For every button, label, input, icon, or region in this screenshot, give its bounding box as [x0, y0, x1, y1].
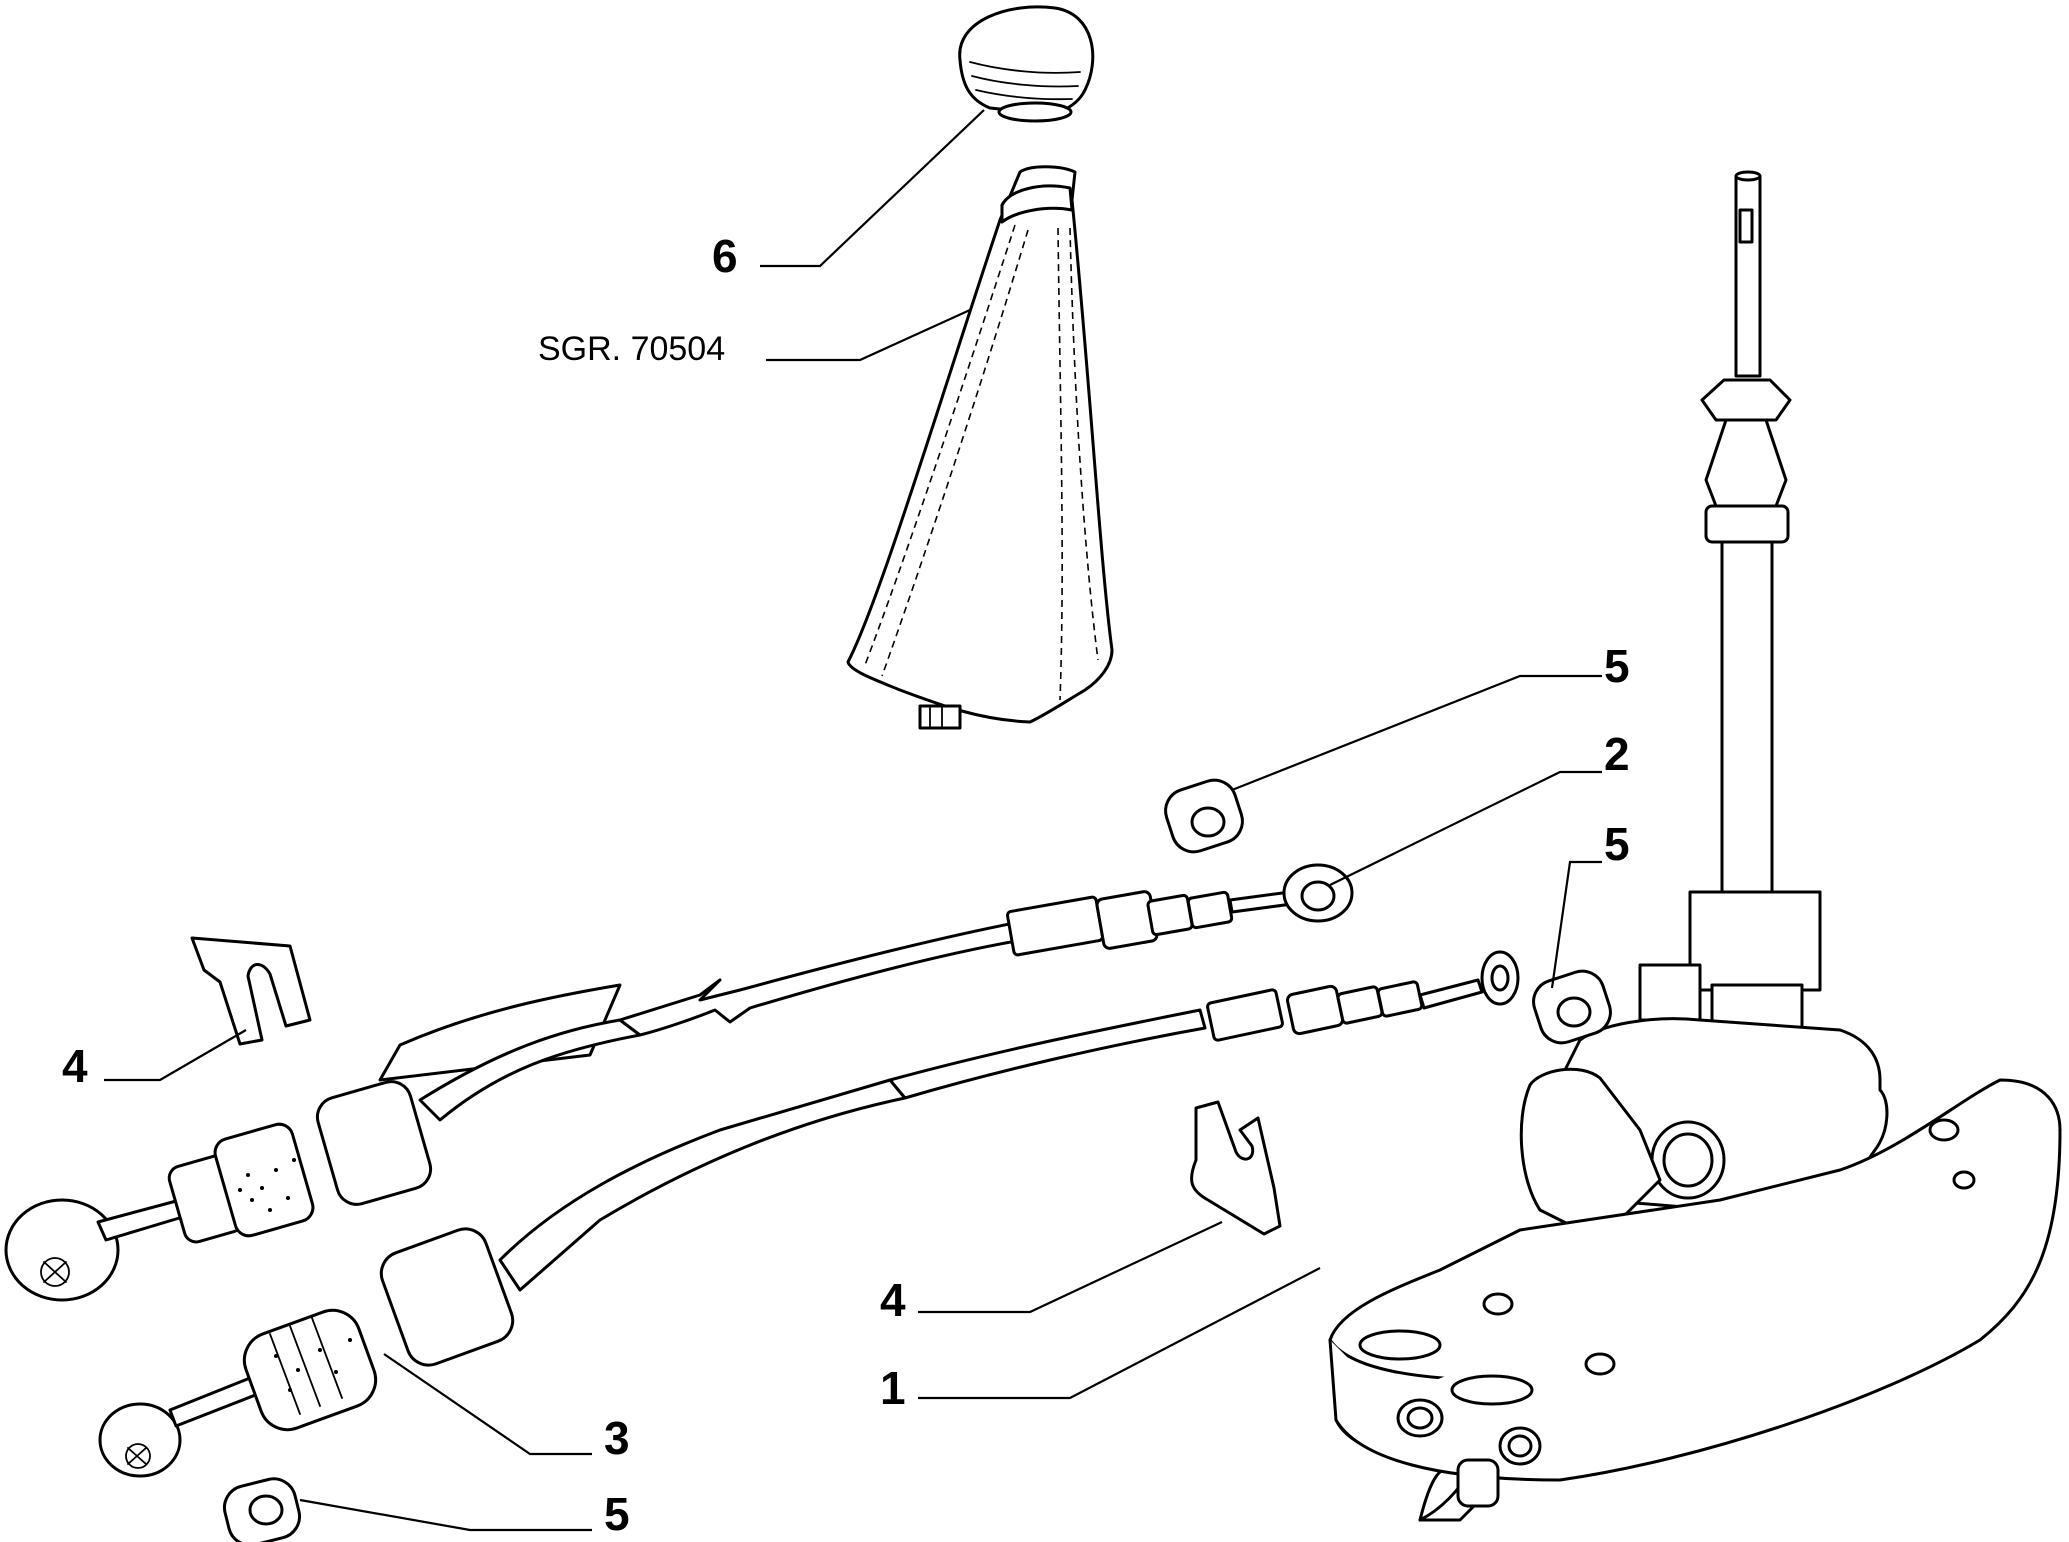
upper-gear-cable — [4, 863, 1354, 1302]
lower-gear-cable — [98, 950, 1520, 1478]
gear-boot — [846, 165, 1114, 730]
callout-part-4-mid: 4 — [880, 1274, 906, 1326]
callout-part-1: 1 — [880, 1362, 906, 1414]
callout-part-4-left: 4 — [62, 1040, 88, 1092]
callout-part-5-top: 5 — [1604, 640, 1630, 692]
callout-part-2: 2 — [1604, 728, 1630, 780]
callout-boot-reference: SGR. 70504 — [538, 330, 725, 368]
washer-right — [1532, 969, 1612, 1045]
leader-lines — [104, 109, 1602, 1532]
callout-part-3: 3 — [604, 1412, 630, 1464]
callout-part-5-right: 5 — [1604, 818, 1630, 870]
callout-part-6: 6 — [712, 230, 738, 282]
washer-bottom — [222, 1477, 302, 1542]
washer-top — [1164, 778, 1244, 854]
gear-lever-housing — [1328, 170, 2062, 1522]
callout-part-5-bottom: 5 — [604, 1488, 630, 1540]
retaining-clip-mid — [1190, 1100, 1282, 1236]
gear-knob — [958, 5, 1095, 123]
retaining-clip-left — [190, 936, 312, 1046]
